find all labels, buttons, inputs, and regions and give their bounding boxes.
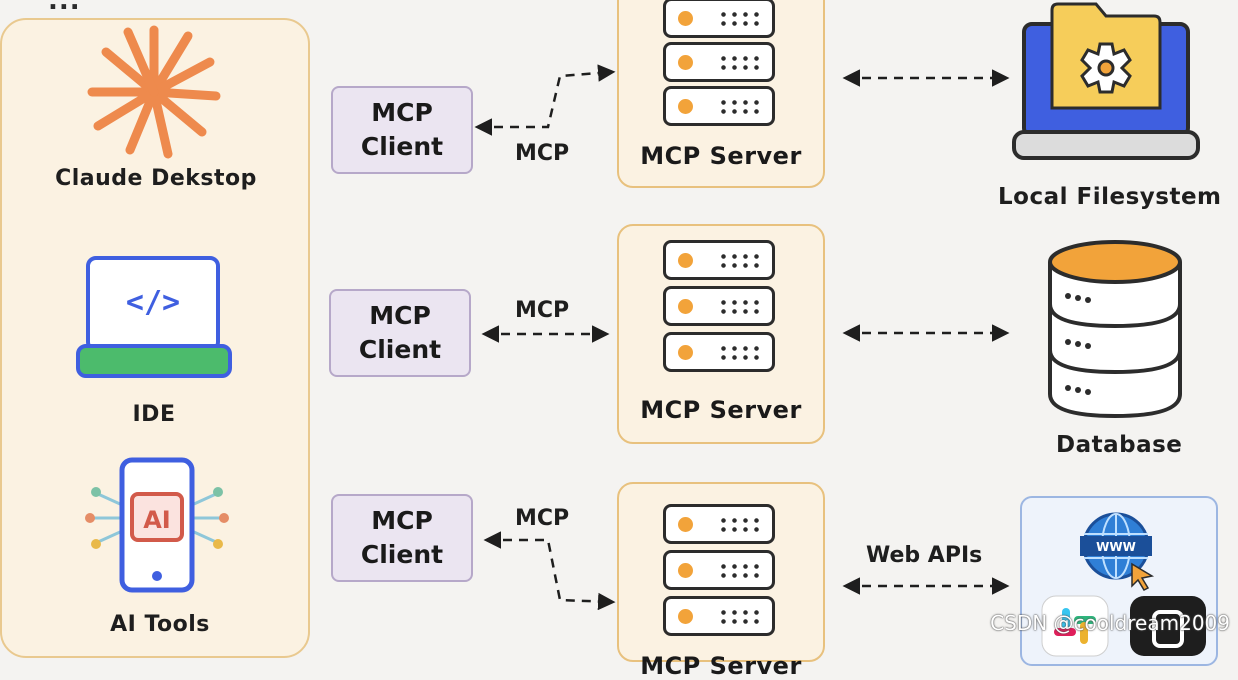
client-line2: Client [358,335,442,364]
laptop-code-icon: </> [76,256,232,378]
client-line1: MCP [371,506,433,535]
resource-label-database: Database [1056,432,1183,458]
mcp-server-3: MCP Server [617,482,825,680]
globe-www-icon: WWW [1080,512,1155,591]
server-rack-unit [663,504,775,544]
database-icon [1048,240,1182,419]
mcp-server-2: MCP Server [617,224,825,444]
mcp-server-1: MCP Server [617,0,825,188]
server-rack-unit [663,86,775,126]
host-label-ai-tools: AI Tools [110,612,210,637]
title-fragment: ... [48,0,81,16]
mcp-client-3: MCP Client [331,494,473,582]
host-label-claude: Claude Dekstop [55,166,257,191]
mcp-client-1: MCP Client [331,86,473,174]
server-rack-unit [663,332,775,372]
connector-arrows [474,64,1010,611]
edge-label-web-apis: Web APIs [866,543,983,568]
client-line1: MCP [369,301,431,330]
resource-label-filesystem: Local Filesystem [998,184,1222,210]
host-label-ide: IDE [132,402,176,427]
phone-ai-icon-text: AI [143,506,171,534]
claude-sunburst-icon [87,25,221,159]
server-label: MCP Server [640,142,802,170]
server-rack-unit [663,596,775,636]
watermark: CSDN @cooldream2009 [990,611,1230,635]
arrow-client1-server1 [474,64,616,136]
server-rack-unit [663,0,775,38]
mcp-client-2: MCP Client [329,289,471,377]
client-line2: Client [360,132,444,161]
server-rack-unit [663,42,775,82]
server-rack-unit [663,550,775,590]
client-line1: MCP [371,98,433,127]
server-label: MCP Server [640,652,802,680]
arrow-client3-server3 [483,531,616,611]
folder-laptop-icon [1012,2,1200,160]
server-rack-unit [663,240,775,280]
edge-label-2: MCP [515,298,570,323]
svg-text:</>: </> [126,285,180,320]
phone-ai-icon: AI [85,457,229,593]
globe-www-icon-text: WWW [1096,540,1136,554]
edge-label-3: MCP [515,506,570,531]
client-line2: Client [360,540,444,569]
server-rack-unit [663,286,775,326]
server-label: MCP Server [640,396,802,424]
edge-label-1: MCP [515,141,570,166]
